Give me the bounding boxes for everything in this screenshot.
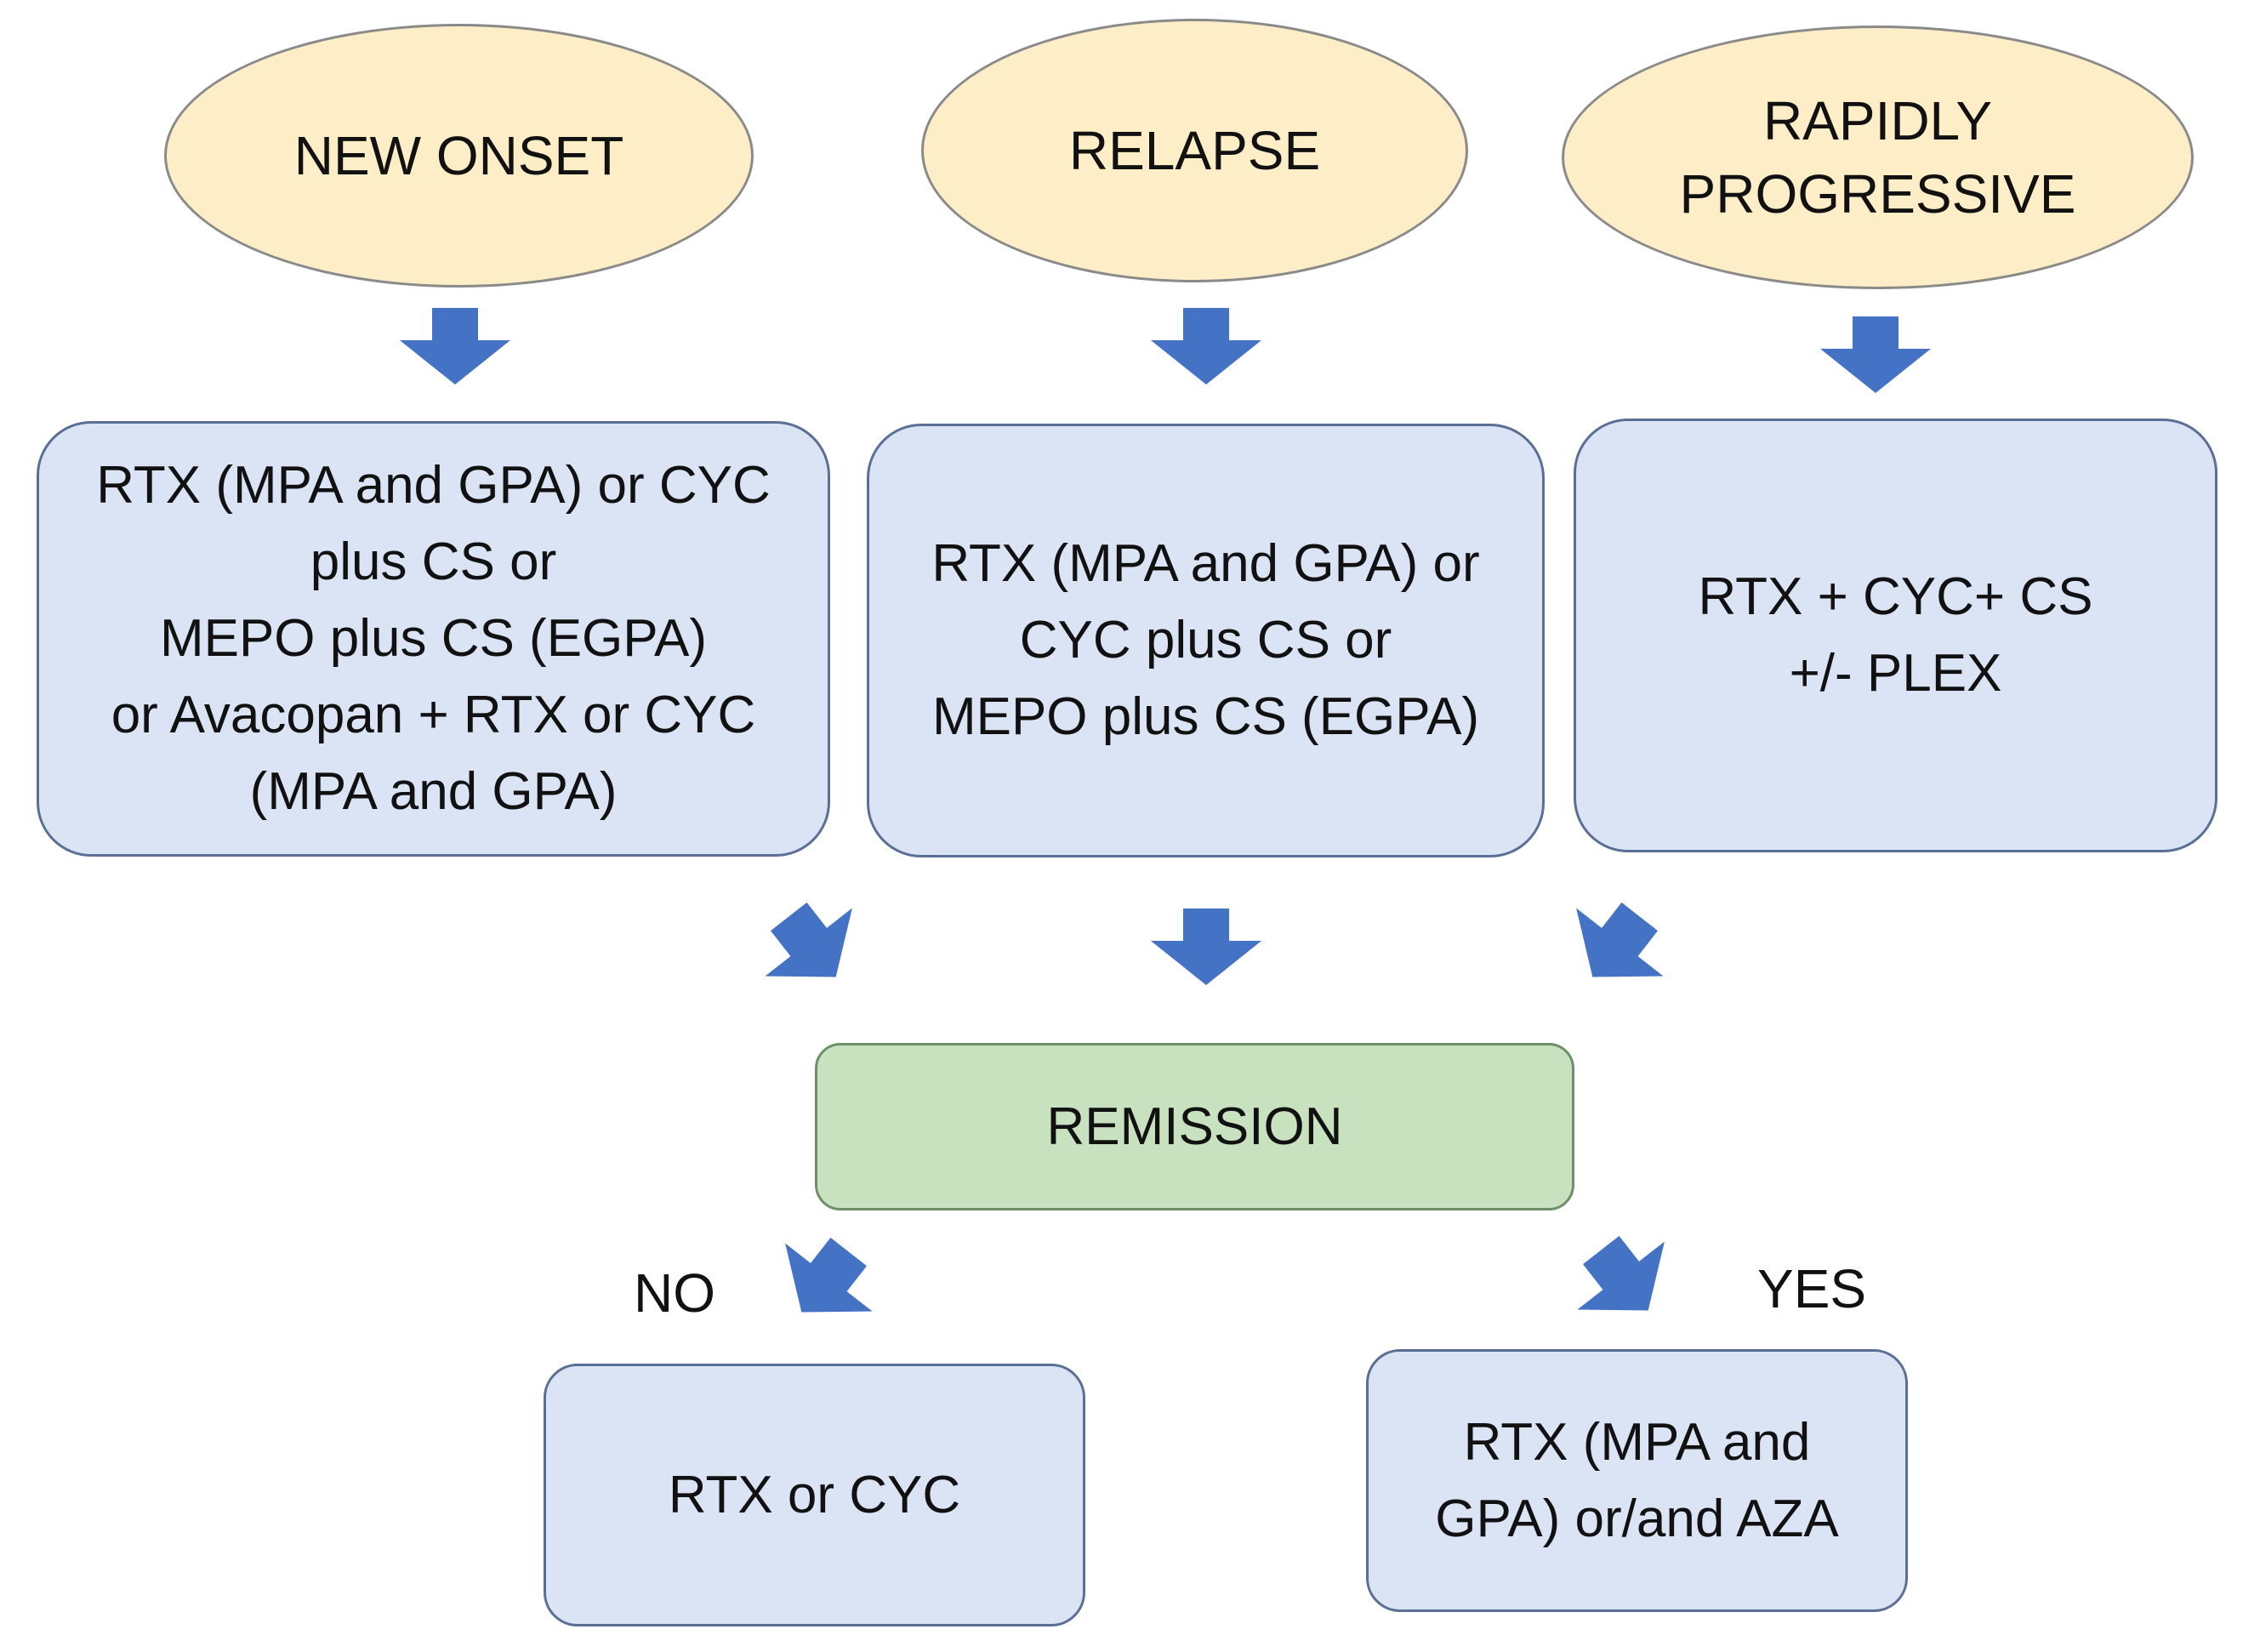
treatment-rapidly-progressive-line-2: +/- PLEX xyxy=(1789,644,2002,703)
node-new-onset: NEW ONSET xyxy=(164,24,754,288)
treatment-new-onset-line-4: or Avacopan + RTX or CYC xyxy=(111,685,756,744)
node-treatment-new-onset: RTX (MPA and GPA) or CYC plus CS or MEPO… xyxy=(37,421,830,857)
treatment-rapidly-progressive-line-1: RTX + CYC+ CS xyxy=(1698,567,2093,627)
node-no-outcome: RTX or CYC xyxy=(544,1364,1085,1626)
down-arrow-icon xyxy=(1820,316,1931,393)
treatment-new-onset-line-2: plus CS or xyxy=(310,533,557,592)
no-outcome-line-1: RTX or CYC xyxy=(668,1465,961,1524)
down-arrow-icon xyxy=(765,902,852,977)
node-rapidly-progressive-line-2: PROGRESSIVE xyxy=(1679,163,2076,225)
label-no: NO xyxy=(634,1262,715,1324)
treatment-new-onset-line-5: (MPA and GPA) xyxy=(249,761,618,821)
down-arrow-icon xyxy=(1151,909,1261,985)
node-relapse: RELAPSE xyxy=(921,19,1468,282)
node-treatment-relapse: RTX (MPA and GPA) or CYC plus CS or MEPO… xyxy=(867,424,1545,857)
node-rapidly-progressive-line-1: RAPIDLY xyxy=(1762,89,1993,151)
down-arrow-icon xyxy=(1577,1235,1665,1311)
treatment-relapse-line-1: RTX (MPA and GPA) or xyxy=(931,534,1480,594)
treatment-new-onset-line-1: RTX (MPA and GPA) or CYC xyxy=(96,456,771,516)
node-rapidly-progressive: RAPIDLY PROGRESSIVE xyxy=(1562,26,2194,289)
label-yes: YES xyxy=(1757,1258,1867,1319)
treatment-relapse-line-2: CYC plus CS or xyxy=(1019,611,1392,670)
yes-outcome-line-1: RTX (MPA and xyxy=(1463,1412,1811,1472)
treatment-new-onset-line-3: MEPO plus CS (EGPA) xyxy=(159,609,708,669)
down-arrow-icon xyxy=(400,308,510,385)
node-relapse-line-1: RELAPSE xyxy=(1068,119,1321,181)
down-arrow-icon xyxy=(785,1237,873,1313)
node-yes-outcome: RTX (MPA and GPA) or/and AZA xyxy=(1366,1349,1908,1612)
treatment-relapse-line-3: MEPO plus CS (EGPA) xyxy=(931,686,1480,746)
down-arrow-icon xyxy=(1151,308,1261,385)
node-new-onset-line-1: NEW ONSET xyxy=(293,124,624,186)
remission-line-1: REMISSION xyxy=(1046,1097,1343,1156)
down-arrow-icon xyxy=(1576,902,1664,977)
node-treatment-rapidly-progressive: RTX + CYC+ CS +/- PLEX xyxy=(1574,419,2217,852)
node-remission: REMISSION xyxy=(815,1043,1574,1211)
yes-outcome-line-2: GPA) or/and AZA xyxy=(1435,1489,1839,1548)
